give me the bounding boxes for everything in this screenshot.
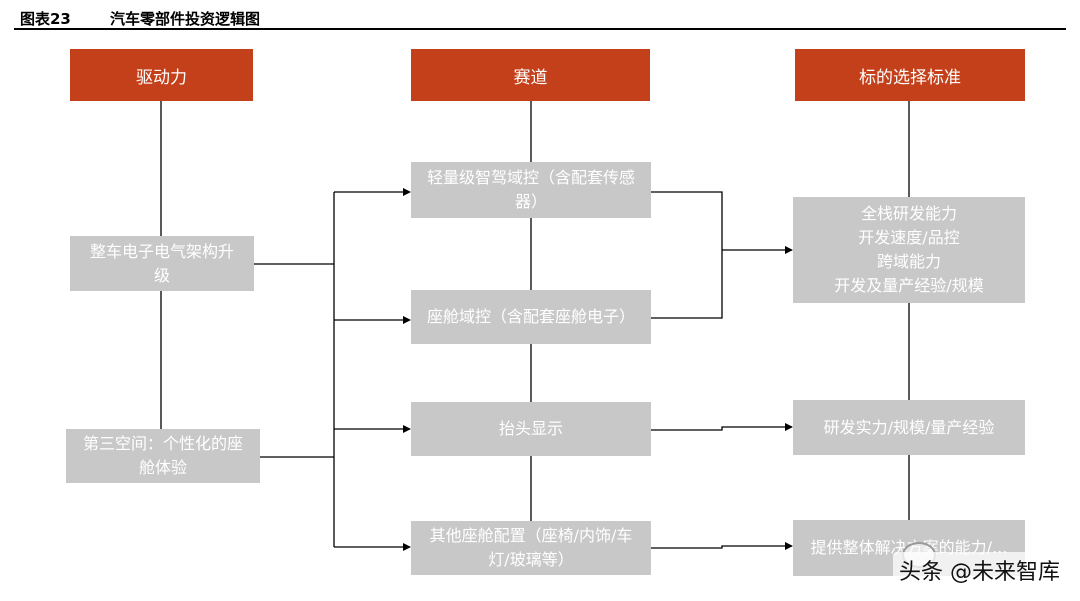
watermark: 头条 @未来智库 xyxy=(893,552,1066,588)
figure-label: 图表23 xyxy=(20,10,71,28)
header-tracks: 赛道 xyxy=(411,49,650,101)
figure-title: 汽车零部件投资逻辑图 xyxy=(110,10,261,28)
driver-third-space: 第三空间：个性化的座舱体验 xyxy=(66,429,260,483)
track-hud: 抬头显示 xyxy=(411,402,651,456)
arrow-to-criteria3 xyxy=(651,542,793,550)
header-drivers: 驱动力 xyxy=(70,49,253,101)
criteria-rd-scale: 研发实力/规模/量产经验 xyxy=(793,400,1025,455)
header-criteria: 标的选择标准 xyxy=(795,49,1025,101)
criteria-full-stack: 全栈研发能力 开发速度/品控 跨域能力 开发及量产经验/规模 xyxy=(793,197,1025,303)
figure-header: 图表23 汽车零部件投资逻辑图 xyxy=(14,6,1066,30)
merge-tracks-1-2 xyxy=(651,191,723,319)
track-other-cockpit: 其他座舱配置（座椅/内饰/车灯/玻璃等） xyxy=(411,521,651,575)
track-light-adas-domain: 轻量级智驾域控（含配套传感器） xyxy=(411,162,651,218)
driver-ee-architecture: 整车电子电气架构升级 xyxy=(70,236,254,291)
arrow-to-criteria2 xyxy=(651,423,793,431)
track-cockpit-domain: 座舱域控（含配套座舱电子） xyxy=(411,290,651,344)
